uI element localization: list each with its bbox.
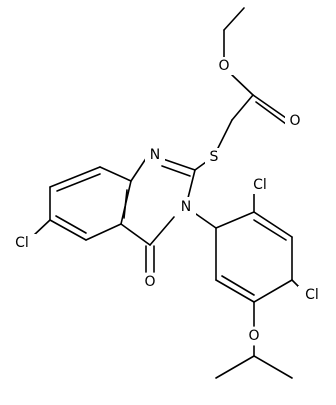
oxygen-atom-ketone: O (144, 274, 155, 290)
bond (130, 156, 148, 182)
bond (253, 355, 293, 379)
bond (162, 158, 196, 171)
bond (49, 166, 101, 188)
bond (231, 94, 254, 121)
chlorine-atom-aryl-ortho: Cl (253, 177, 267, 193)
bond (55, 215, 87, 234)
bond (253, 279, 293, 303)
nitrogen-atom-n1: N (150, 147, 160, 163)
bond (120, 223, 151, 246)
bond (85, 223, 122, 241)
bond (215, 211, 255, 229)
bond-lines (32, 7, 304, 379)
bond (49, 219, 87, 241)
bond (149, 216, 175, 246)
bond (123, 189, 128, 219)
bond (56, 173, 101, 192)
bond (217, 119, 233, 149)
oxygen-atom-ether: O (248, 328, 259, 344)
atom-labels: O O S N N O Cl Cl Cl O (8, 57, 326, 345)
bond (255, 101, 287, 125)
bond (195, 213, 217, 229)
bond (252, 94, 287, 119)
oxygen-atom-ester-single: O (218, 58, 229, 74)
bond (215, 279, 255, 303)
bond (221, 275, 255, 296)
chlorine-atom-quinazoline: Cl (15, 235, 29, 251)
nitrogen-atom-n3: N (181, 199, 191, 215)
bond (194, 161, 207, 171)
bond (32, 219, 51, 237)
bond (215, 355, 255, 379)
sulfur-atom: S (210, 149, 219, 165)
bond (253, 219, 287, 241)
chlorine-atom-aryl-para: Cl (305, 287, 319, 303)
bond (231, 74, 254, 96)
bond (99, 166, 132, 182)
bond (187, 169, 196, 199)
bond (161, 165, 191, 177)
bond (253, 211, 293, 238)
bond (223, 7, 245, 31)
oxygen-atom-carbonyl-ester: O (289, 113, 300, 129)
